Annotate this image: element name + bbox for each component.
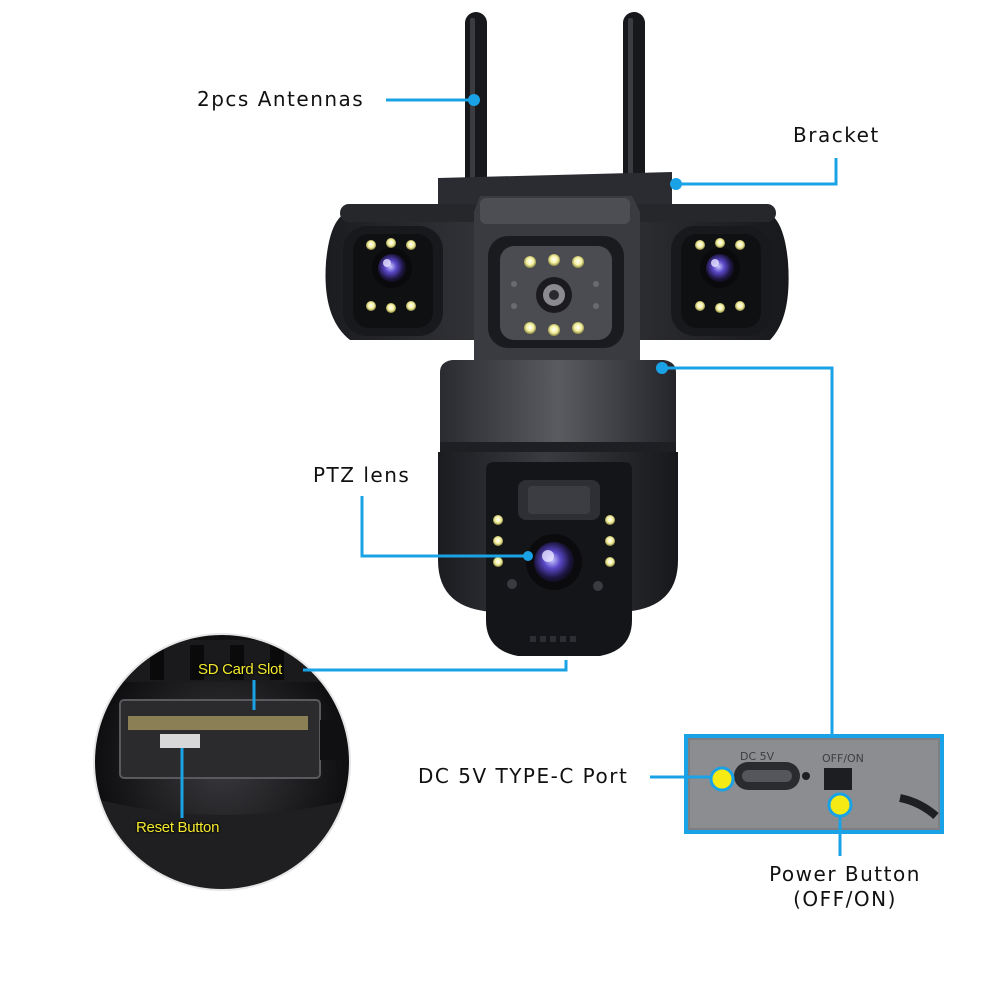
antenna-right	[623, 12, 645, 222]
power-button-highlight	[827, 792, 853, 818]
port-panel: DC 5V OFF/ON	[684, 734, 944, 834]
label-power-button-line1: Power Button	[769, 862, 921, 886]
callout-lines	[180, 98, 842, 856]
switch-marking: OFF/ON	[822, 752, 864, 765]
label-power-button-line2: (OFF/ON)	[793, 887, 897, 911]
dc-port-highlight	[709, 766, 735, 792]
callout-ptz-lens	[360, 496, 528, 558]
rotation-ring	[440, 360, 676, 452]
center-camera-module	[488, 236, 624, 348]
antenna-left	[465, 12, 487, 222]
label-antennas: 2pcs Antennas	[197, 87, 365, 111]
inset-border	[93, 633, 351, 891]
power-switch	[824, 768, 852, 790]
label-dc-port: DC 5V TYPE-C Port	[418, 764, 629, 788]
label-power-button: Power Button (OFF/ON)	[750, 862, 940, 912]
label-sd-card-slot: SD Card Slot	[198, 661, 282, 678]
callout-dots	[468, 94, 682, 561]
label-ptz-lens: PTZ lens	[313, 463, 411, 487]
label-bracket: Bracket	[793, 123, 880, 147]
left-camera-module	[343, 226, 443, 336]
label-reset-button: Reset Button	[136, 819, 220, 836]
dc-marking: DC 5V	[740, 750, 775, 763]
callout-sd-card	[303, 660, 568, 672]
ptz-dome	[438, 452, 678, 656]
right-camera-module	[671, 226, 771, 336]
callout-bracket	[676, 158, 838, 186]
callout-ptz-body	[662, 366, 834, 736]
